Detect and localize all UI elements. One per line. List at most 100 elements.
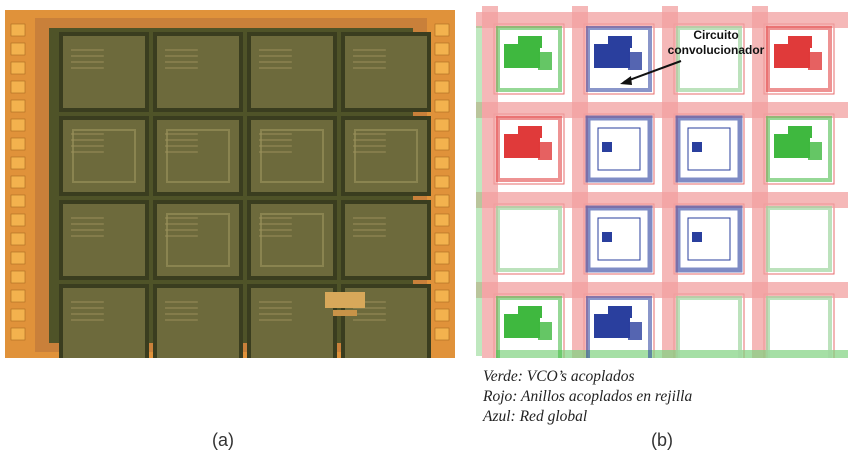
legend-blue: Azul: Red global: [483, 408, 588, 425]
caption-a: (a): [212, 430, 234, 450]
annotation-line-2: convolucionador: [668, 43, 765, 57]
empty-cell-ring: [766, 296, 832, 358]
legend-red: Rojo: Anillos acoplados en rejilla: [483, 388, 693, 405]
photo-block: [157, 120, 239, 192]
global-network-ring: [675, 205, 743, 273]
layout-cell-frame: [493, 203, 565, 275]
photo-block: [157, 288, 239, 358]
legend-green: Verde: VCO’s acoplados: [483, 368, 635, 385]
photo-block-inner: [72, 129, 136, 183]
annotation-arrowhead: [620, 76, 632, 85]
bond-pad: [434, 137, 450, 151]
empty-cell-ring: [766, 206, 832, 272]
layout-cell-frame: [673, 23, 745, 95]
test-structure-label-2: [333, 310, 357, 316]
bond-pad: [434, 42, 450, 56]
bond-pad: [434, 23, 450, 37]
green-cell-ring: [766, 116, 832, 182]
bond-pad: [10, 251, 26, 265]
annotation-line-1: Circuito: [693, 28, 738, 42]
photo-block: [345, 36, 427, 108]
red-circuit-block-top: [518, 126, 542, 138]
bond-pad: [10, 61, 26, 75]
bond-pad: [434, 175, 450, 189]
bond-pad: [434, 327, 450, 341]
test-structure-label: [325, 292, 365, 308]
photo-block: [157, 36, 239, 108]
blue-cell-ring: [586, 26, 652, 92]
bond-pad: [10, 80, 26, 94]
global-network-node: [602, 232, 612, 242]
bond-pad: [10, 118, 26, 132]
photo-block-inner: [260, 213, 324, 267]
global-network-inner: [687, 217, 731, 261]
bond-pad: [434, 213, 450, 227]
red-circuit-block-side: [538, 142, 552, 160]
layout-circuit-blocks: [496, 26, 832, 358]
layout-cell-frame: [763, 293, 835, 358]
global-network-ring: [585, 115, 653, 183]
green-cell-ring: [496, 26, 562, 92]
bond-pad: [10, 194, 26, 208]
photo-block-inner: [166, 213, 230, 267]
global-network-inner: [597, 217, 641, 261]
bond-pads-right: [434, 23, 450, 341]
vertical-ring-bus: [572, 6, 588, 358]
bond-pad: [434, 270, 450, 284]
bond-pads-left: [10, 23, 26, 341]
global-network-node: [602, 142, 612, 152]
bond-pad: [434, 289, 450, 303]
photo-block: [63, 204, 145, 276]
photo-block: [251, 288, 333, 358]
green-circuit-block-top: [518, 36, 542, 48]
bond-pad: [10, 270, 26, 284]
photo-block: [251, 204, 333, 276]
blue-circuit-block-top: [608, 306, 632, 318]
photo-block: [345, 120, 427, 192]
bond-pad: [10, 156, 26, 170]
empty-cell-ring: [676, 26, 742, 92]
green-circuit-block-side: [538, 322, 552, 340]
bond-pad: [10, 289, 26, 303]
green-cell-ring: [496, 296, 562, 358]
bond-pad: [10, 232, 26, 246]
caption-b: (b): [651, 430, 673, 450]
empty-cell-ring: [676, 296, 742, 358]
bond-pad: [434, 251, 450, 265]
chip-layout-view: Circuito convolucionador: [476, 6, 848, 358]
annotation-arrow: [623, 60, 682, 83]
bond-pad: [10, 137, 26, 151]
global-network-node: [692, 232, 702, 242]
blue-circuit-block-top: [608, 36, 632, 48]
photo-block-grid: [59, 32, 431, 358]
red-cell-ring: [766, 26, 832, 92]
layout-cell-frame: [763, 203, 835, 275]
layout-cell-frame: [673, 113, 745, 185]
bond-pad: [10, 308, 26, 322]
blue-circuit-block-side: [628, 322, 642, 340]
photo-block: [157, 204, 239, 276]
photo-block-inner: [166, 129, 230, 183]
global-network-inner: [687, 127, 731, 171]
bond-pad: [434, 61, 450, 75]
red-circuit-block-top: [788, 36, 812, 48]
green-circuit-block-side: [538, 52, 552, 70]
global-network-ring: [675, 115, 743, 183]
global-network-ring: [585, 205, 653, 273]
photo-block: [251, 120, 333, 192]
green-circuit-block-side: [808, 142, 822, 160]
green-circuit-block-top: [518, 306, 542, 318]
left-vco-bus: [476, 26, 482, 356]
global-network-inner: [597, 127, 641, 171]
empty-cell-ring: [496, 206, 562, 272]
red-cell-ring: [496, 116, 562, 182]
red-circuit-block-side: [808, 52, 822, 70]
bond-pad: [10, 42, 26, 56]
bond-pad: [10, 175, 26, 189]
bond-pad: [434, 308, 450, 322]
layout-cell-frame: [583, 113, 655, 185]
photo-block: [251, 36, 333, 108]
blue-cell-ring: [586, 296, 652, 358]
global-network-node: [692, 142, 702, 152]
bottom-vco-bus: [496, 350, 848, 358]
